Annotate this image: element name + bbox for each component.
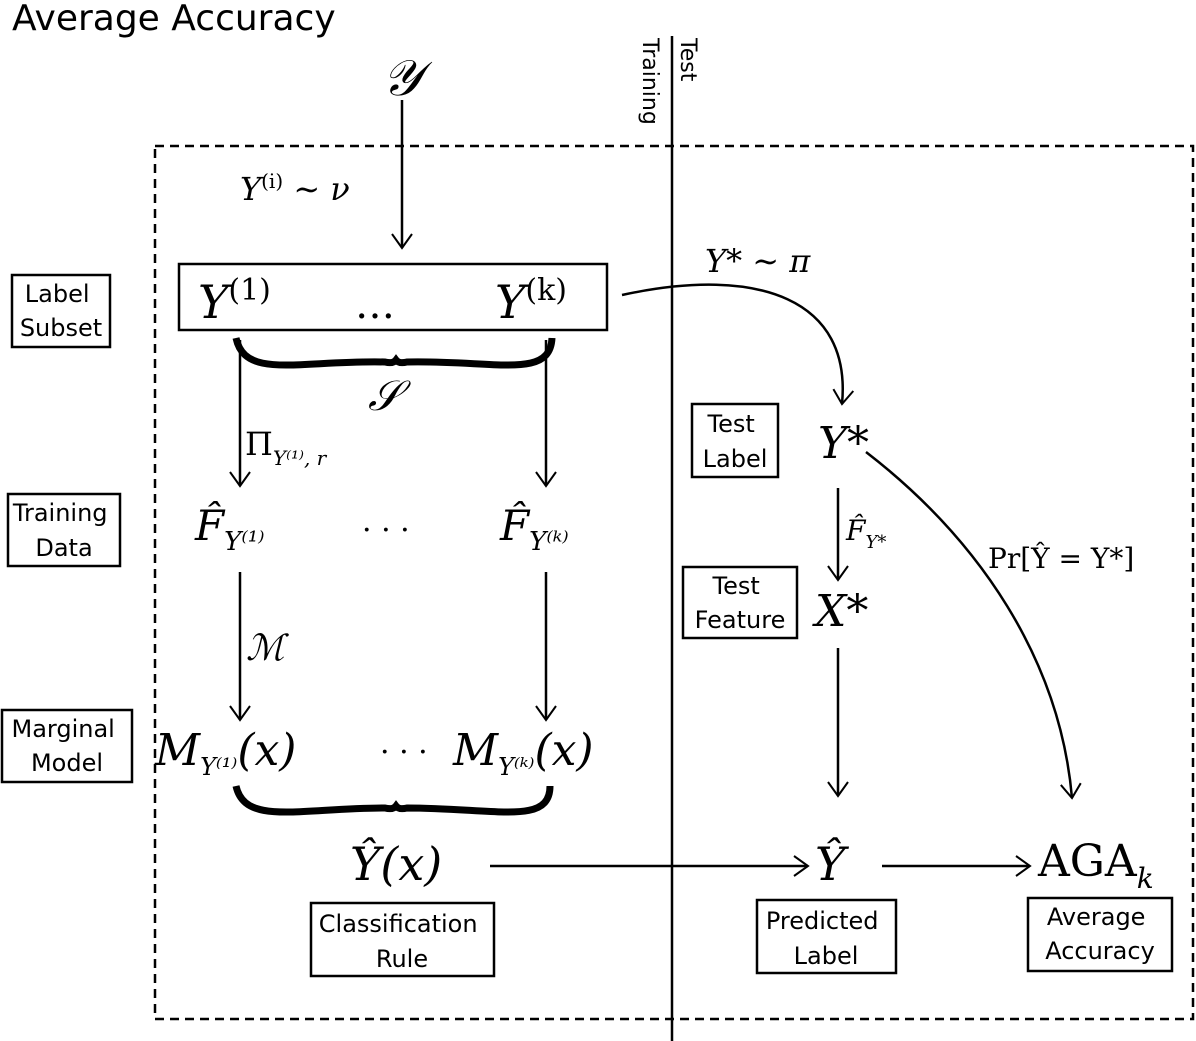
test-feature-distribution: F̂Y* — [845, 514, 886, 553]
training-data-f1: F̂Y⁽¹⁾ — [194, 499, 265, 557]
predicted-label-symbol: Ŷ — [815, 836, 850, 891]
average-accuracy-tag-box — [1026, 896, 1174, 973]
marginal-model-tag: Marginal Model — [12, 715, 123, 777]
training-data-dots: · · · — [362, 513, 410, 548]
arrow-test-label-to-aga — [865, 451, 1082, 800]
label-y1: Y(1) — [198, 273, 271, 329]
classification-rule-symbol: Ŷ(x) — [350, 836, 442, 891]
marginal-model-m1: MY⁽¹⁾(x) — [154, 725, 296, 781]
marginal-model-mk: MY⁽ᵏ⁾(x) — [452, 725, 594, 781]
label-space-symbol: 𝒴 — [382, 49, 433, 107]
diagram-title: Average Accuracy — [12, 0, 336, 39]
test-feature-tag: Test Feature — [695, 572, 786, 634]
test-divider-label: Test — [675, 37, 700, 82]
training-data-fk: F̂Y⁽ᵏ⁾ — [499, 499, 569, 557]
arrow-subset-to-test-label — [621, 283, 855, 406]
marginal-model-tag-box — [0, 708, 134, 784]
predicted-label-tag: Predicted Label — [766, 907, 886, 970]
probability-expression: Pr[Ŷ = Y*] — [988, 542, 1134, 575]
label-yk: Y(k) — [495, 273, 567, 329]
classification-rule-tag-box — [309, 901, 496, 978]
test-label-symbol: Y* — [818, 418, 869, 469]
subset-symbol: 𝒮 — [368, 371, 411, 420]
projection-operator: ΠY⁽¹⁾, r — [245, 425, 328, 470]
marginal-operator: ℳ — [246, 628, 289, 669]
subset-brace — [232, 337, 556, 369]
training-data-tag-box — [6, 492, 122, 568]
test-feature-symbol: X* — [812, 586, 868, 637]
average-accuracy-tag: Average Accuracy — [1045, 903, 1155, 965]
label-subset-dots: … — [355, 282, 395, 328]
model-boundary-frame — [153, 144, 1195, 1021]
predicted-label-tag-box — [755, 898, 898, 975]
test-feature-tag-box — [681, 565, 799, 640]
test-label-tag-box — [690, 402, 780, 479]
test-label-tag: Test Label — [703, 410, 768, 473]
aga-symbol: AGAk — [1037, 836, 1154, 895]
test-label-sampling: Y* ∼ π — [705, 242, 811, 280]
label-subset-tag: Label Subset — [20, 280, 102, 342]
training-data-tag: Training Data — [12, 499, 115, 562]
marginal-model-dots: · · · — [380, 735, 428, 770]
label-sampling-expression: Y(i) ∼ ν — [240, 169, 350, 208]
marginal-brace — [232, 784, 554, 816]
label-subset-box — [177, 262, 609, 332]
label-subset-tag-box — [10, 273, 112, 349]
training-divider-label: Training — [637, 37, 662, 125]
classification-rule-tag: Classification Rule — [319, 910, 485, 973]
